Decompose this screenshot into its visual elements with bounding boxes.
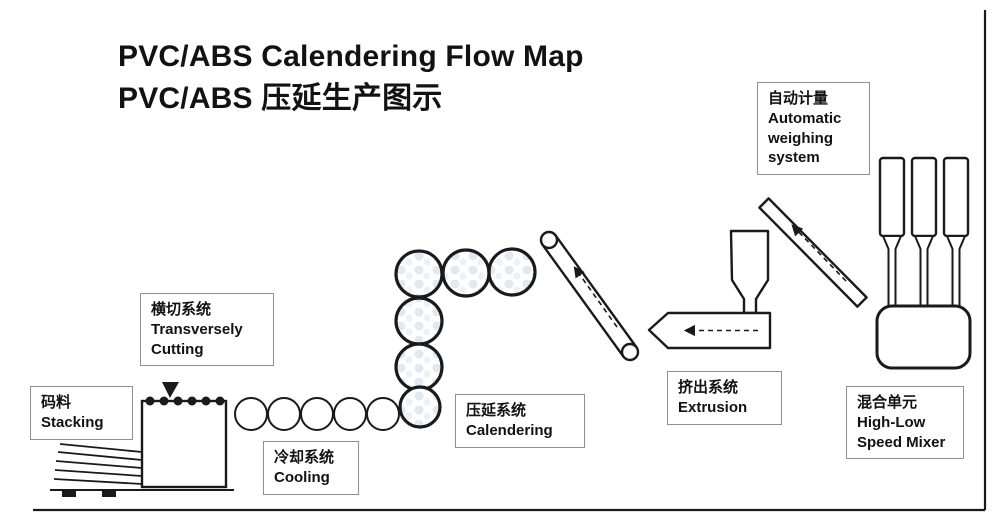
- stacking-table-graphic: [50, 382, 234, 497]
- label-weighing-system: 自动计量 Automatic weighing system: [757, 82, 870, 176]
- label-mixer-zh: 混合单元: [857, 394, 918, 411]
- label-cutting-zh: 横切系统: [151, 301, 212, 318]
- label-extrusion-system: 挤出系统 Extrusion: [667, 371, 782, 425]
- cutter-blade-graphic: [162, 382, 179, 398]
- label-calendering-en: Calendering: [466, 421, 553, 439]
- calender-feed-conveyor-graphic: [539, 230, 640, 362]
- label-cooling-zh: 冷却系统: [274, 449, 335, 466]
- label-extrusion-zh: 挤出系统: [678, 379, 739, 396]
- weighing-silos-graphic: [878, 156, 970, 309]
- label-calendering-zh: 压延系统: [466, 402, 527, 419]
- pallet-feet-graphic: [62, 490, 116, 497]
- frame-border: [33, 10, 987, 512]
- label-weighing-zh: 自动计量: [768, 90, 829, 107]
- extruder-hopper-graphic: [729, 229, 770, 315]
- label-calendering-system: 压延系统 Calendering: [455, 394, 585, 448]
- label-stacking-zh: 码料: [41, 394, 72, 411]
- label-mixer-en: High-Low Speed Mixer: [857, 413, 946, 451]
- page-title: PVC/ABS Calendering Flow Map PVC/ABS 压延生…: [118, 36, 584, 120]
- table-rollers-graphic: [145, 396, 225, 406]
- label-extrusion-en: Extrusion: [678, 398, 748, 416]
- label-mixer-unit: 混合单元 High-Low Speed Mixer: [846, 386, 964, 460]
- flow-arrows: [573, 224, 847, 337]
- label-stacking-en: Stacking: [41, 413, 104, 431]
- label-weighing-en: Automatic weighing system: [768, 109, 842, 167]
- calender-conveyor-arrow: [573, 266, 618, 328]
- label-cooling-en: Cooling: [274, 468, 330, 486]
- mixer-feed-conveyor-graphic: [758, 197, 868, 308]
- mixer-conveyor-arrow: [791, 224, 847, 282]
- mixer-drum-graphic: [875, 304, 972, 370]
- label-cutting-system: 横切系统 Transversely Cutting: [140, 293, 274, 367]
- label-cutting-en: Transversely Cutting: [151, 320, 243, 358]
- label-cooling-system: 冷却系统 Cooling: [263, 441, 359, 495]
- label-stacking-system: 码料 Stacking: [30, 386, 133, 440]
- calender-rolls-graphic: [394, 247, 537, 429]
- stacked-sheets-graphic: [53, 443, 143, 485]
- title-line-en: PVC/ABS Calendering Flow Map: [118, 40, 584, 73]
- cooling-rolls-graphic: [234, 397, 400, 431]
- title-line-zh: PVC/ABS 压延生产图示: [118, 82, 443, 115]
